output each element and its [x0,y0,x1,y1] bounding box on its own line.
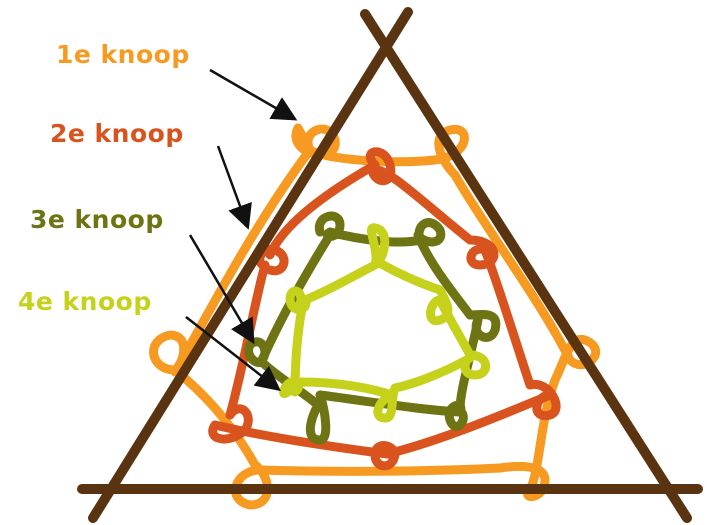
label-knot-3: 3e knoop [30,205,164,234]
rope-knot-2 [208,147,561,471]
frame-stick-right [360,9,692,523]
rope-knot-3 [244,211,501,445]
pointer-arrow-knot-4 [185,316,281,392]
label-knot-2: 2e knoop [50,119,184,148]
label-knot-1: 1e knoop [56,40,190,69]
rope-knot-4 [279,223,491,423]
pointer-arrow-knot-2 [216,145,252,230]
frame-stick-left [88,7,413,523]
pointer-arrow-knot-1 [209,68,298,121]
wooden-frame [77,7,703,523]
pointer-arrow-knot-3 [188,234,255,345]
label-knot-4: 4e knoop [18,287,152,316]
